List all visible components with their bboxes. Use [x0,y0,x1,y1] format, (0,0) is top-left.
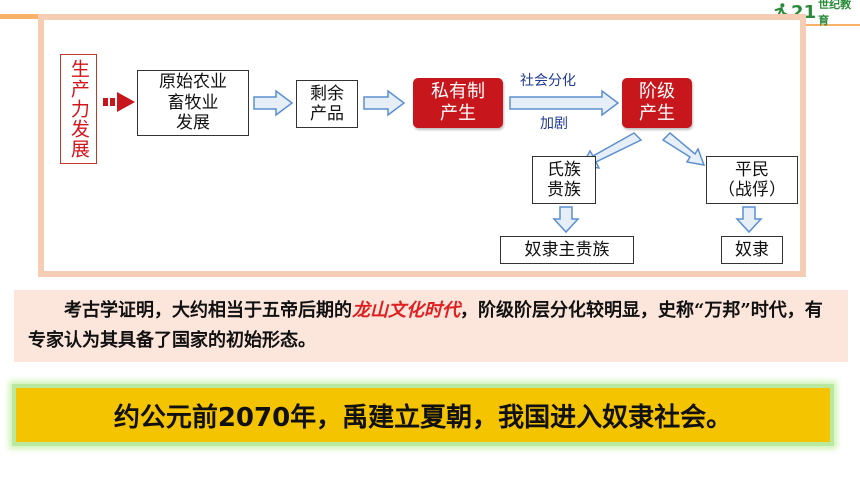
top-decor-line [760,24,860,26]
node-productivity-label: 生产力发展 [67,59,90,159]
red-arrow [103,92,135,112]
node-nobility-label: 氏族 贵族 [547,159,581,200]
node-surplus-label: 剩余 产品 [310,83,344,124]
node-class: 阶级 产生 [622,78,692,128]
node-productivity: 生产力发展 [60,54,97,164]
block-arrows [253,89,763,234]
node-agriculture: 原始农业 畜牧业 发展 [137,70,249,136]
node-class-label: 阶级 产生 [639,81,675,124]
node-slave-owner-label: 奴隶主贵族 [524,239,610,260]
node-surplus: 剩余 产品 [296,80,358,128]
arrow-commoner-to-slave [735,206,763,234]
node-commoner: 平民 （战俘） [706,156,798,204]
node-slave: 奴隶 [721,236,783,264]
arrow-surplus-to-private [363,89,406,117]
banner-text: 约公元前2070年，禹建立夏朝，我国进入奴隶社会。 [113,402,733,433]
label-social-division: 社会分化 [520,73,576,89]
node-nobility: 氏族 贵族 [532,156,596,204]
explanation-text: 考古学证明，大约相当于五帝后期的龙山文化时代，阶级阶层分化较明显，史称“万邦”时… [14,290,848,362]
label-intensify: 加剧 [540,116,568,132]
arrow-private-to-class [509,89,620,117]
node-slave-owner: 奴隶主贵族 [500,236,634,264]
text-highlight: 龙山文化时代 [352,300,460,321]
node-commoner-label: 平民 （战俘） [718,159,786,200]
node-private-label: 私有制 产生 [431,81,485,124]
arrow-nobility-to-owner [552,206,580,234]
node-slave-label: 奴隶 [735,239,769,260]
arrow-class-to-commoner [661,131,706,166]
node-agriculture-label: 原始农业 畜牧业 发展 [159,72,227,134]
node-private-ownership: 私有制 产生 [413,78,503,128]
text-before: 考古学证明，大约相当于五帝后期的 [64,300,352,321]
summary-banner: 约公元前2070年，禹建立夏朝，我国进入奴隶社会。 [12,384,834,446]
text-after: ，阶级阶层分化较明显，史称“万邦”时代，有专家认为其具备了国家的初始形态。 [28,300,823,351]
arrow-agri-to-surplus [253,89,294,117]
logo-text: 世纪教育 [818,0,852,27]
